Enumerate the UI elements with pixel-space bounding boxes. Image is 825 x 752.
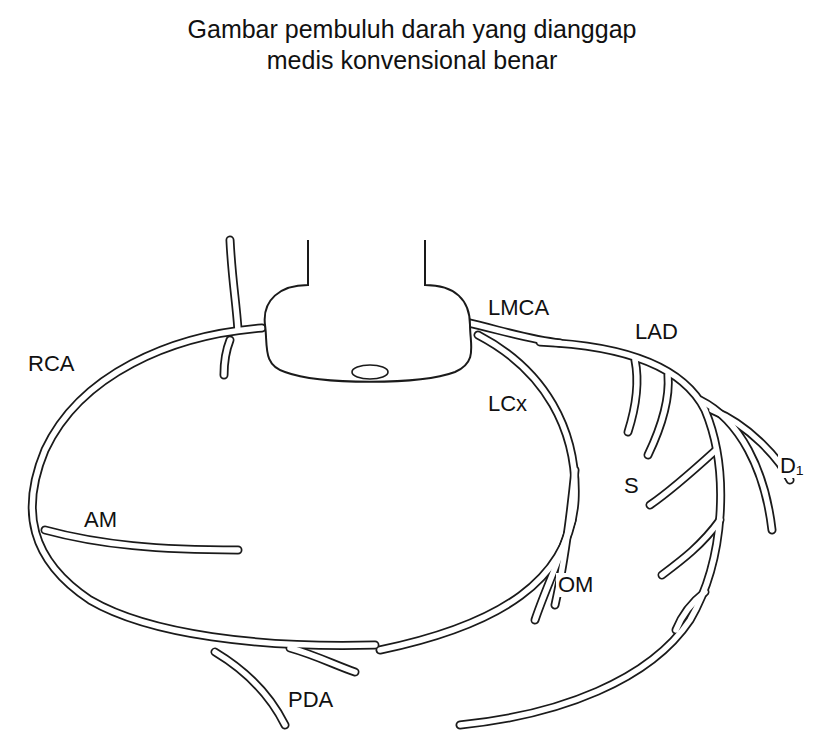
vessel-label: OM — [556, 573, 595, 597]
vessel-lumen — [32, 240, 790, 725]
vessel-label: LMCA — [486, 296, 551, 320]
vessel-label: LCx — [486, 392, 529, 416]
aortic-valve — [352, 365, 388, 379]
vessel-label: PDA — [286, 688, 335, 712]
vessel-label: RCA — [26, 352, 76, 376]
vessel-label: S — [622, 474, 641, 498]
vessel-outline — [32, 240, 790, 725]
vessel-label: D₁ — [778, 454, 805, 478]
aortic-root — [265, 240, 472, 382]
diagram-title: Gambar pembuluh darah yang dianggap medi… — [177, 14, 647, 76]
vessel-label: LAD — [633, 320, 680, 344]
vessel-label: AM — [82, 508, 119, 532]
